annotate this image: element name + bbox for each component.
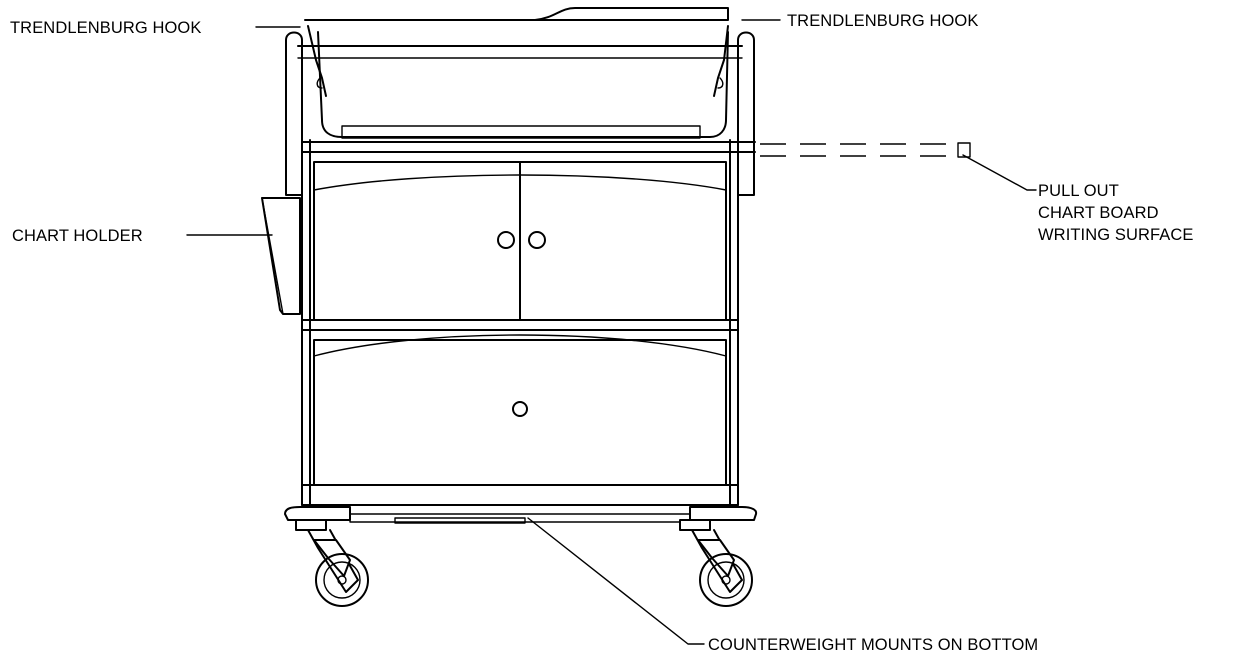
label-chart-holder: CHART HOLDER — [12, 227, 143, 245]
knob-drawer — [512, 401, 528, 417]
label-pull-out-line1: PULL OUT — [1038, 182, 1119, 200]
knob-left-door — [497, 231, 515, 249]
caster-left — [295, 519, 369, 607]
trendlenburg-hook-left-drawing — [307, 25, 327, 97]
left-post — [285, 31, 311, 506]
label-pull-out-line3: WRITING SURFACE — [1038, 226, 1194, 244]
pull-out-chart-board-drawing — [760, 142, 971, 158]
wheel-left — [315, 553, 369, 607]
base-plate — [284, 506, 758, 524]
right-post — [729, 31, 755, 506]
cabinet-frame — [301, 141, 756, 506]
label-pull-out-line2: CHART BOARD — [1038, 204, 1159, 222]
chart-holder-drawing — [261, 197, 301, 315]
label-trendlenburg-hook-left: TRENDLENBURG HOOK — [10, 19, 201, 37]
bassinet-tray — [297, 7, 743, 139]
caster-right — [679, 519, 753, 607]
trendlenburg-hook-right-drawing — [713, 25, 729, 97]
knob-right-door — [528, 231, 546, 249]
label-counterweight: COUNTERWEIGHT MOUNTS ON BOTTOM — [708, 636, 1038, 654]
door-knobs — [497, 231, 546, 417]
label-trendlenburg-hook-right: TRENDLENBURG HOOK — [787, 12, 978, 30]
leader-lines — [186, 19, 1037, 645]
wheel-right — [699, 553, 753, 607]
